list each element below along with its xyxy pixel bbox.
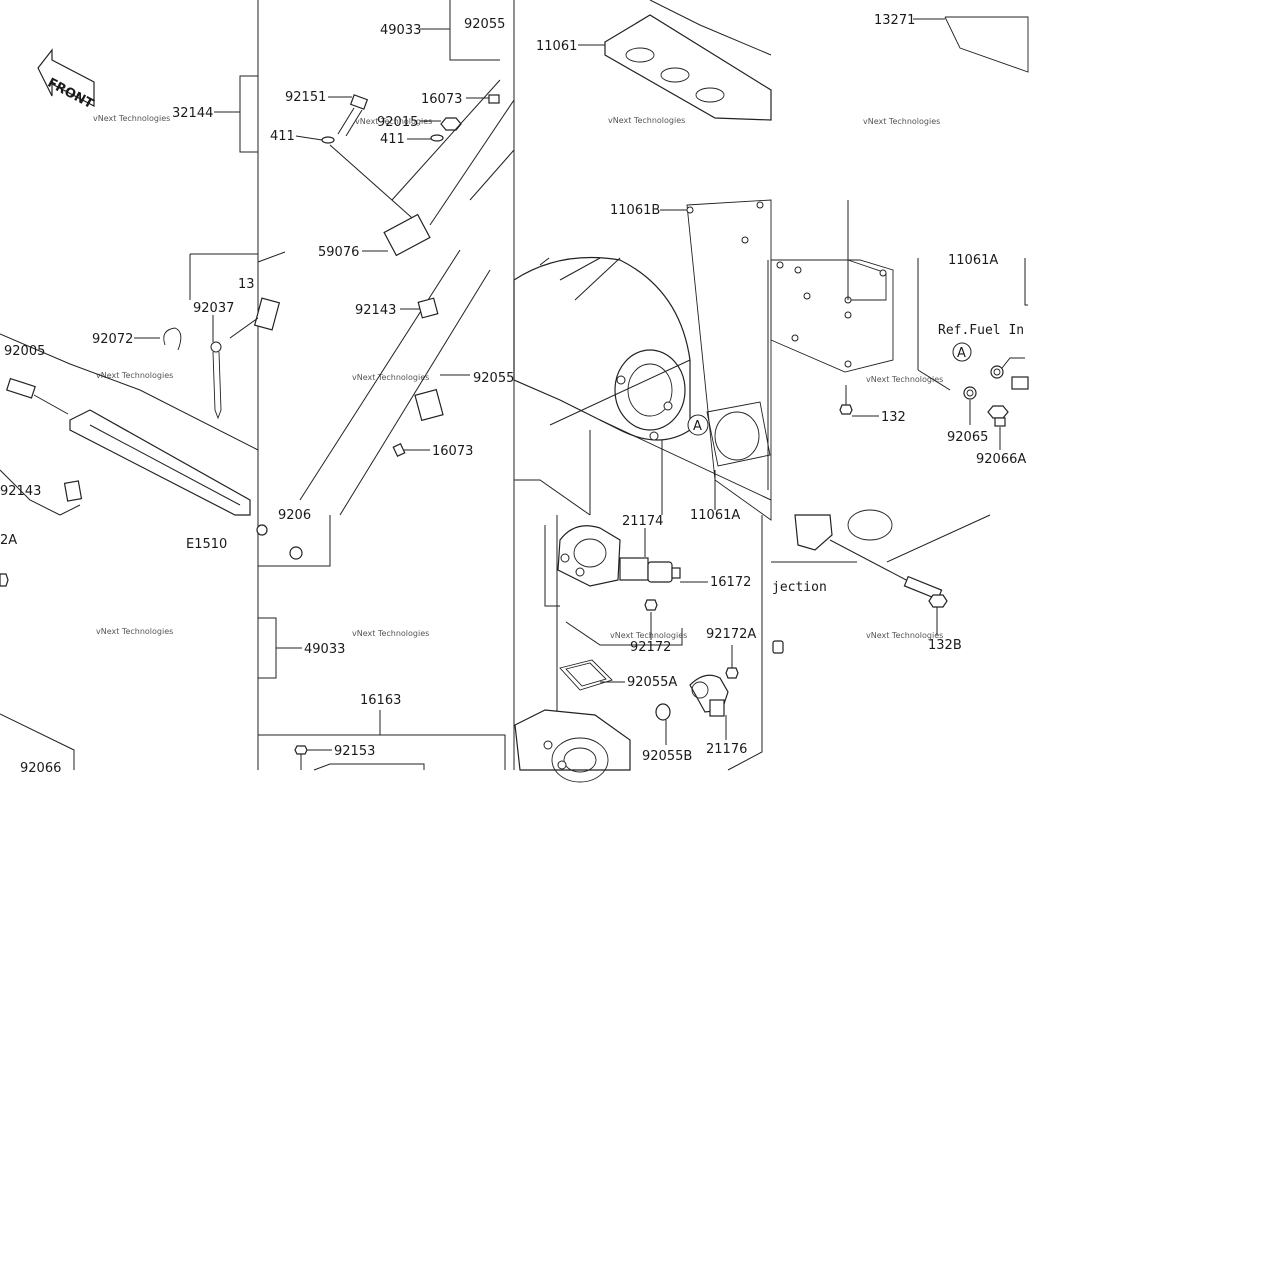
- watermark: vNext Technologies: [96, 627, 173, 636]
- watermark: vNext Technologies: [863, 117, 940, 126]
- label-92153: 92153: [334, 744, 375, 759]
- label-92005: 92005: [4, 344, 45, 359]
- label-92055: 92055: [464, 17, 505, 32]
- watermark: vNext Technologies: [610, 631, 687, 640]
- watermark: vNext Technologies: [93, 114, 170, 123]
- label-13: 13: [238, 277, 255, 292]
- label-92072: 92072: [92, 332, 133, 347]
- label-2a: 2A: [0, 533, 17, 548]
- label-e1510: E1510: [186, 537, 227, 552]
- watermark: vNext Technologies: [608, 116, 685, 125]
- label-411: 411: [270, 129, 295, 144]
- label-92037: 92037: [193, 301, 234, 316]
- label-21174: 21174: [622, 514, 663, 529]
- bolt-92151: [328, 94, 369, 137]
- watermark: vNext Technologies: [352, 629, 429, 638]
- tile-intake-tubes: [229, 0, 515, 771]
- label-92066a: 92066A: [976, 452, 1026, 467]
- label-92143: 92143: [355, 303, 396, 318]
- tile-lower-right: [771, 509, 991, 654]
- label-92015: 92015: [377, 115, 418, 130]
- front-arrow-icon: FRONT: [37, 48, 96, 112]
- circle-a-label: A: [957, 346, 966, 361]
- label-92066: 92066: [20, 761, 61, 776]
- label-11061a: 11061A: [690, 508, 740, 523]
- watermark: vNext Technologies: [866, 631, 943, 640]
- part-labels: 49033 92055 11061 13271 32144 92151 1607…: [0, 13, 1026, 776]
- label-16073: 16073: [432, 444, 473, 459]
- label-11061a: 11061A: [948, 253, 998, 268]
- label-16073: 16073: [421, 92, 462, 107]
- label-59076: 59076: [318, 245, 359, 260]
- tile-fuel-rail: [0, 75, 259, 516]
- label-92151: 92151: [285, 90, 326, 105]
- label-11061b: 11061B: [610, 203, 660, 218]
- watermark: vNext Technologies: [866, 375, 943, 384]
- label-92055: 92055: [473, 371, 514, 386]
- label-132b: 132B: [928, 638, 962, 653]
- label-16172: 16172: [710, 575, 751, 590]
- watermark: vNext Technologies: [96, 371, 173, 380]
- label-92172: 92172: [630, 640, 671, 655]
- fitting-92005: [5, 377, 69, 415]
- watermark: vNext Technologies: [352, 373, 429, 382]
- label-11061: 11061: [536, 39, 577, 54]
- label-21176: 21176: [706, 742, 747, 757]
- label-16163: 16163: [360, 693, 401, 708]
- label-92065: 92065: [947, 430, 988, 445]
- tile-intake-manifold: A: [513, 0, 772, 521]
- watermark: vNext Technologies: [355, 117, 432, 126]
- circle-a-label: A: [693, 419, 702, 434]
- label-132: 132: [881, 410, 906, 425]
- tile-lower-left: [0, 573, 259, 770]
- tile-throttle-sensors: [514, 515, 763, 783]
- label-32144: 32144: [172, 106, 213, 121]
- label-92055b: 92055B: [642, 749, 692, 764]
- callout-a-marker: [687, 414, 709, 436]
- label-ref-fuel-in: Ref.Fuel In: [938, 323, 1024, 338]
- label-92143: 92143: [0, 484, 41, 499]
- label-411: 411: [380, 132, 405, 147]
- label-13271: 13271: [874, 13, 915, 28]
- label-jection: jection: [772, 580, 827, 595]
- label-9206: 9206: [278, 508, 311, 523]
- tile-cover-plate: A: [767, 16, 1029, 490]
- label-49033: 49033: [380, 23, 421, 38]
- watermarks: vNext Technologies vNext Technologies vN…: [93, 114, 943, 640]
- label-92055a: 92055A: [627, 675, 677, 690]
- label-49033: 49033: [304, 642, 345, 657]
- label-92172a: 92172A: [706, 627, 756, 642]
